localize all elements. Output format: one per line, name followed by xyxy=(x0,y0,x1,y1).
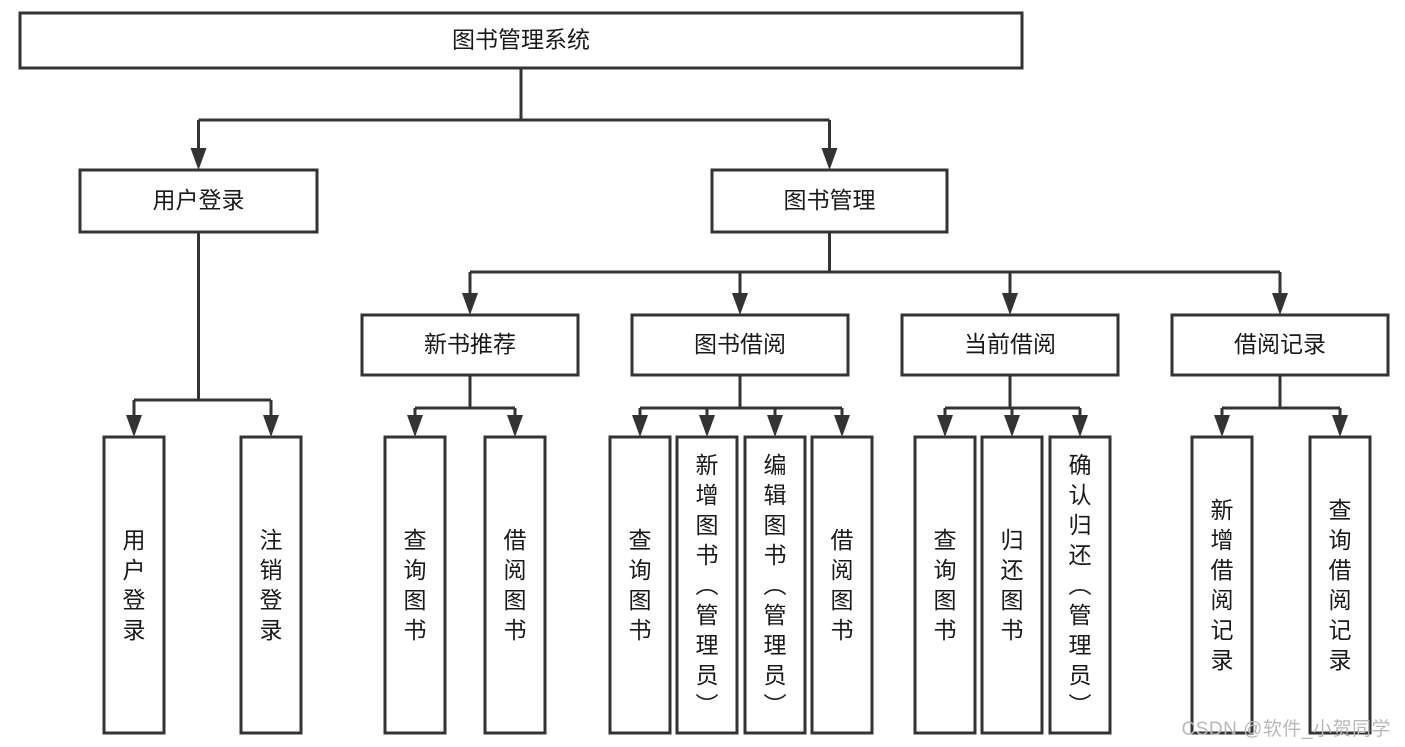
node-label-leaf-query-borrow-record: 查询借阅记录 xyxy=(1329,497,1352,673)
node-leaf-borrow-book-recommend[interactable]: 借阅图书 xyxy=(483,435,547,735)
edge-new-book-branch-0 xyxy=(407,408,423,437)
edge-current-borrow-branch-0 xyxy=(937,408,953,437)
node-label-leaf-add-borrow-record: 新增借阅记录 xyxy=(1211,497,1234,673)
node-book-borrow[interactable]: 图书借阅 xyxy=(630,313,850,377)
node-layer: 图书管理系统用户登录图书管理新书推荐图书借阅当前借阅借阅记录用户登录注销登录查询… xyxy=(18,11,1390,735)
node-label-leaf-query-book-recommend: 查询图书 xyxy=(404,527,427,643)
node-root[interactable]: 图书管理系统 xyxy=(18,11,1024,70)
node-borrow-records[interactable]: 借阅记录 xyxy=(1170,313,1390,377)
node-box-borrow-records[interactable] xyxy=(1170,313,1390,377)
edge-current-borrow-branch-1 xyxy=(1004,408,1020,437)
node-leaf-borrow-book[interactable]: 借阅图书 xyxy=(810,435,874,735)
node-box-root[interactable] xyxy=(18,11,1024,70)
node-leaf-logout[interactable]: 注销登录 xyxy=(239,435,303,735)
edge-root-branch-1 xyxy=(821,120,838,170)
node-box-leaf-query-book-recommend[interactable] xyxy=(383,435,447,735)
node-box-user-login[interactable] xyxy=(78,168,319,234)
node-leaf-query-book-current[interactable]: 查询图书 xyxy=(913,435,977,735)
node-label-book-borrow: 图书借阅 xyxy=(694,331,786,357)
node-label-borrow-records: 借阅记录 xyxy=(1234,331,1326,357)
node-leaf-return-book[interactable]: 归还图书 xyxy=(980,435,1044,735)
node-leaf-query-book-recommend[interactable]: 查询图书 xyxy=(383,435,447,735)
node-label-root: 图书管理系统 xyxy=(452,27,590,53)
node-box-book-management[interactable] xyxy=(710,168,949,234)
node-book-management[interactable]: 图书管理 xyxy=(710,168,949,234)
node-box-book-borrow[interactable] xyxy=(630,313,850,377)
node-box-leaf-add-borrow-record[interactable] xyxy=(1190,435,1254,735)
node-box-new-book-recommend[interactable] xyxy=(360,313,580,377)
node-box-leaf-edit-book-admin[interactable] xyxy=(743,435,807,735)
node-box-leaf-borrow-book-recommend[interactable] xyxy=(483,435,547,735)
node-box-leaf-borrow-book[interactable] xyxy=(810,435,874,735)
edge-book-borrow-branch-0 xyxy=(632,408,648,437)
edge-root-branch-0 xyxy=(190,120,207,170)
edge-new-book-branch-1 xyxy=(507,408,523,437)
node-leaf-query-book-borrow[interactable]: 查询图书 xyxy=(608,435,672,735)
node-label-leaf-confirm-return-admin: 确认归还︵管理员︶ xyxy=(1069,452,1092,718)
node-leaf-add-borrow-record[interactable]: 新增借阅记录 xyxy=(1190,435,1254,735)
node-box-leaf-query-book-borrow[interactable] xyxy=(608,435,672,735)
node-box-leaf-return-book[interactable] xyxy=(980,435,1044,735)
node-leaf-query-borrow-record[interactable]: 查询借阅记录 xyxy=(1308,435,1372,735)
edge-book-borrow-branch-2 xyxy=(767,408,783,437)
edge-user-login-branch-1 xyxy=(263,400,279,437)
node-box-leaf-logout[interactable] xyxy=(239,435,303,735)
node-label-leaf-borrow-book: 借阅图书 xyxy=(831,527,854,643)
node-new-book-recommend[interactable]: 新书推荐 xyxy=(360,313,580,377)
node-label-leaf-query-book-current: 查询图书 xyxy=(934,527,957,643)
node-label-leaf-add-book-admin: 新增图书︵管理员︶ xyxy=(696,452,719,718)
node-box-leaf-user-login[interactable] xyxy=(102,435,166,735)
edge-book-management-branch-0 xyxy=(462,272,478,315)
node-label-book-management: 图书管理 xyxy=(784,187,876,213)
node-box-leaf-query-borrow-record[interactable] xyxy=(1308,435,1372,735)
edge-borrow-records-branch-0 xyxy=(1214,408,1230,437)
connector-layer xyxy=(126,68,1348,437)
edge-book-borrow-branch-1 xyxy=(699,408,715,437)
node-box-leaf-query-book-current[interactable] xyxy=(913,435,977,735)
node-leaf-edit-book-admin[interactable]: 编辑图书︵管理员︶ xyxy=(743,435,807,735)
node-current-borrow[interactable]: 当前借阅 xyxy=(900,313,1120,377)
node-label-user-login: 用户登录 xyxy=(153,187,245,213)
node-leaf-user-login[interactable]: 用户登录 xyxy=(102,435,166,735)
edge-book-management-branch-1 xyxy=(732,272,748,315)
node-leaf-add-book-admin[interactable]: 新增图书︵管理员︶ xyxy=(675,435,739,735)
edge-user-login-branch-0 xyxy=(126,400,142,437)
node-user-login[interactable]: 用户登录 xyxy=(78,168,319,234)
edge-book-management-branch-3 xyxy=(1272,272,1288,315)
node-label-current-borrow: 当前借阅 xyxy=(964,331,1056,357)
edge-current-borrow-branch-2 xyxy=(1072,408,1088,437)
node-label-leaf-logout: 注销登录 xyxy=(260,527,283,643)
node-label-leaf-edit-book-admin: 编辑图书︵管理员︶ xyxy=(764,452,787,718)
node-box-current-borrow[interactable] xyxy=(900,313,1120,377)
node-label-leaf-borrow-book-recommend: 借阅图书 xyxy=(504,527,527,643)
node-label-new-book-recommend: 新书推荐 xyxy=(424,331,516,357)
node-label-leaf-return-book: 归还图书 xyxy=(1001,527,1024,643)
node-label-leaf-user-login: 用户登录 xyxy=(123,527,146,643)
node-box-leaf-confirm-return-admin[interactable] xyxy=(1048,435,1112,735)
node-leaf-confirm-return-admin[interactable]: 确认归还︵管理员︶ xyxy=(1048,435,1112,735)
node-box-leaf-add-book-admin[interactable] xyxy=(675,435,739,735)
edge-book-management-branch-2 xyxy=(1002,272,1018,315)
node-label-leaf-query-book-borrow: 查询图书 xyxy=(629,527,652,643)
edge-borrow-records-branch-1 xyxy=(1332,408,1348,437)
edge-book-borrow-branch-3 xyxy=(834,408,850,437)
